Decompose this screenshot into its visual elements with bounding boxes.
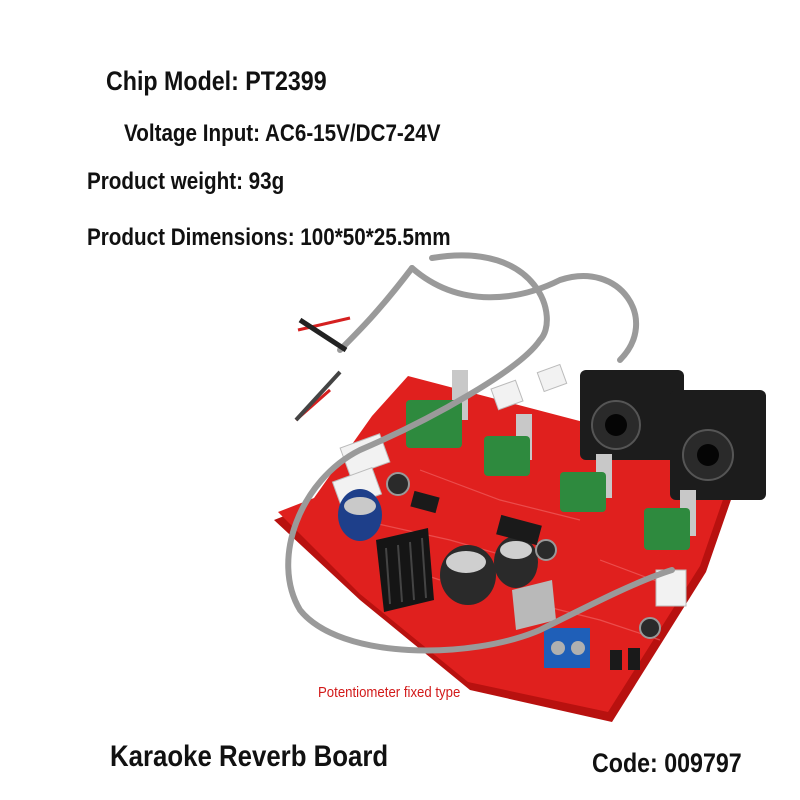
- photo-caption: Potentiometer fixed type: [318, 684, 461, 701]
- product-code: Code: 009797: [592, 748, 742, 778]
- potentiometer: [484, 414, 532, 476]
- ic-chip: [496, 514, 542, 546]
- capacitor: [639, 617, 661, 639]
- product-name: Karaoke Reverb Board: [110, 740, 389, 773]
- capacitor: [535, 539, 557, 561]
- heatsink: [376, 528, 434, 612]
- potentiometer: [406, 370, 468, 448]
- spec-product-dimensions: Product Dimensions: 100*50*25.5mm: [87, 224, 451, 251]
- grey-cable: [285, 252, 675, 654]
- capacitor: [338, 489, 382, 541]
- capacitor: [386, 472, 410, 496]
- spec-voltage-input: Voltage Input: AC6-15V/DC7-24V: [124, 120, 441, 147]
- wire-ends: [298, 317, 348, 353]
- spec-chip-model: Chip Model: PT2399: [106, 66, 327, 96]
- capacitor: [440, 545, 496, 605]
- potentiometer: [644, 490, 696, 550]
- audio-jack: [670, 390, 766, 500]
- audio-jack: [580, 370, 684, 460]
- wire-ends: [294, 370, 342, 422]
- terminal-block: [544, 628, 590, 668]
- cable-plug: [490, 379, 524, 411]
- ic-chip: [410, 490, 440, 514]
- potentiometer: [560, 454, 612, 512]
- spec-product-weight: Product weight: 93g: [87, 168, 285, 195]
- capacitor: [494, 536, 538, 588]
- heatsink: [512, 580, 556, 630]
- jumper-pins: [610, 648, 640, 670]
- cable-plug: [536, 363, 568, 393]
